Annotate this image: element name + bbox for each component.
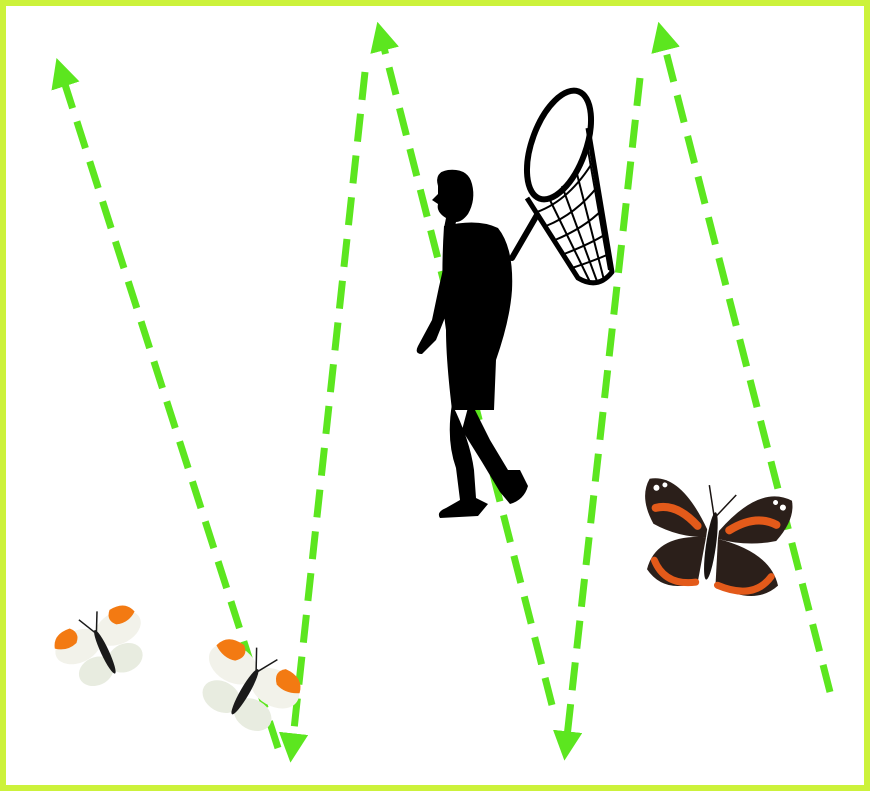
- frame-border: [3, 3, 867, 788]
